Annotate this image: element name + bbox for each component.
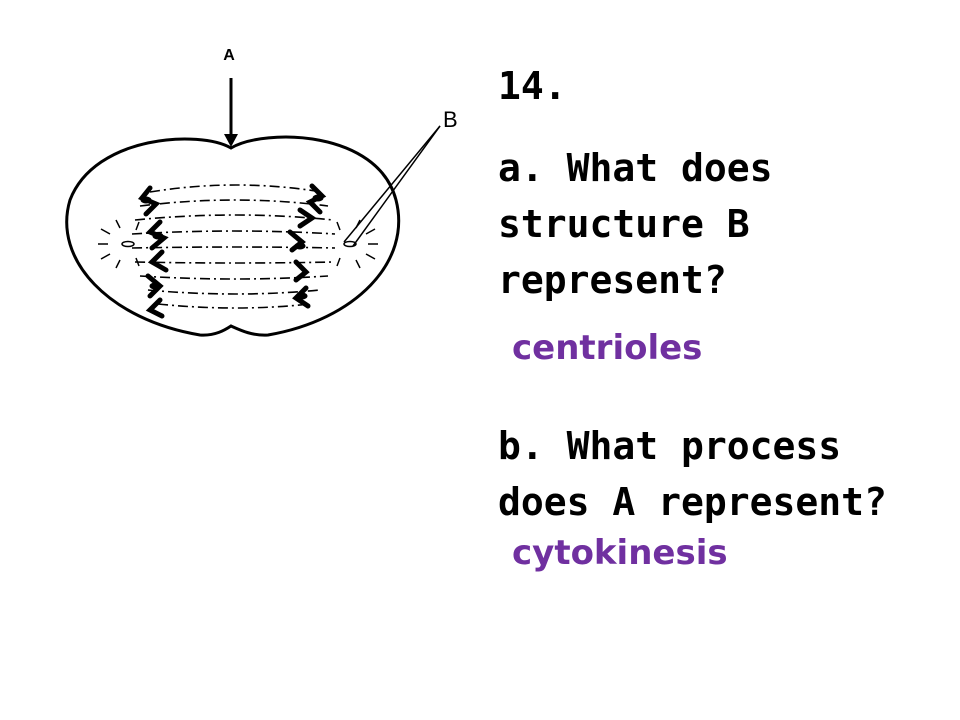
question-part-b: b. What process does A represent? bbox=[498, 424, 887, 524]
answer-part-b: cytokinesis bbox=[512, 533, 728, 573]
label-b: B bbox=[443, 107, 458, 132]
chromosomes-left bbox=[137, 185, 169, 319]
question-part-a: a. What does structure B represent? bbox=[498, 146, 773, 302]
question-number: 14. bbox=[498, 64, 567, 108]
centriole-right bbox=[336, 219, 378, 269]
chromosomes-right bbox=[287, 183, 327, 309]
answer-part-a: centrioles bbox=[512, 328, 703, 368]
arrow-a bbox=[224, 78, 238, 147]
cell-division-diagram: A bbox=[65, 47, 458, 337]
label-a: A bbox=[223, 47, 235, 64]
centriole-left bbox=[98, 219, 140, 269]
pointer-b bbox=[343, 125, 441, 247]
cell-membrane bbox=[65, 135, 401, 337]
